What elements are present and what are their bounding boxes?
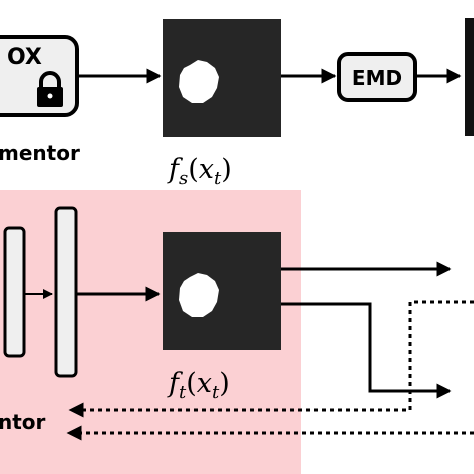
arrow-mask-out-lower [281,302,452,399]
target-mask-image [163,232,281,350]
lock-icon [37,71,63,107]
right-edge-block [465,18,474,136]
source-mask-blob [179,60,219,103]
augmentor-label-top: mentor [0,141,80,165]
layer-bar-2 [54,206,78,378]
emd-box: EMD [337,52,417,102]
augmentor-label-bottom: ntor [0,410,46,434]
blackbox-model: OX [0,35,79,117]
source-output-formula: fs(xt) [167,154,232,189]
layer-bar-1 [3,226,26,358]
source-mask-image [163,19,281,137]
dashed-feedback-upper [68,300,474,418]
emd-label: EMD [352,66,402,90]
blackbox-label: OX [7,45,42,70]
target-mask-blob [179,273,219,317]
target-output-formula: ft(xt) [167,368,230,403]
